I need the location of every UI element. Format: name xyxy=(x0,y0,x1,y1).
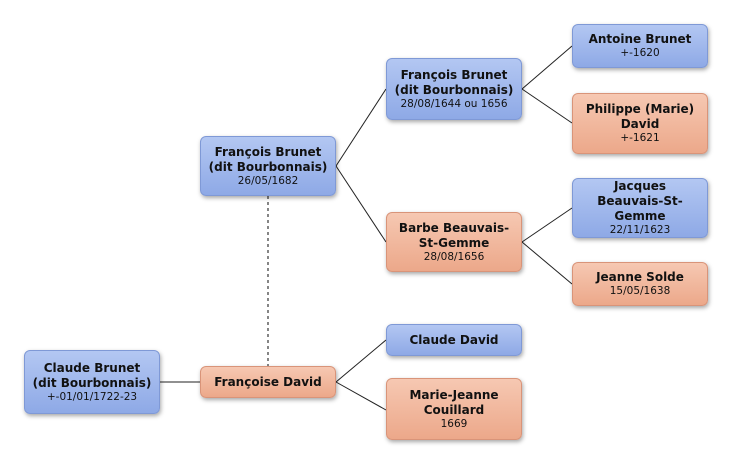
person-name: François Brunet (dit Bourbonnais) xyxy=(208,144,328,174)
connector-line xyxy=(335,381,387,411)
person-name: Barbe Beauvais-St-Gemme xyxy=(398,220,510,250)
person-date: +-01/01/1722-23 xyxy=(46,390,138,403)
person-claude-david[interactable]: Claude David xyxy=(386,324,522,356)
person-date: 26/05/1682 xyxy=(237,174,299,187)
person-date: 22/11/1623 xyxy=(609,224,671,236)
person-name: Françoise David xyxy=(214,374,322,389)
person-date: 28/08/1656 xyxy=(423,250,485,263)
connector-line xyxy=(521,207,573,243)
person-name: Marie-Jeanne Couillard xyxy=(409,387,499,417)
person-claude-brunet[interactable]: Claude Brunet (dit Bourbonnais) +-01/01/… xyxy=(24,350,160,414)
person-name: Jeanne Solde xyxy=(596,270,684,284)
person-name: Philippe (Marie) David xyxy=(585,102,695,131)
person-antoine-brunet[interactable]: Antoine Brunet +-1620 xyxy=(572,24,708,68)
person-name: Jacques Beauvais-St-Gemme xyxy=(597,179,683,223)
connector-line xyxy=(521,45,573,90)
connector-line xyxy=(335,165,387,243)
connector-line xyxy=(521,241,573,285)
person-marie-jeanne-couillard[interactable]: Marie-Jeanne Couillard 1669 xyxy=(386,378,522,440)
person-date: +-1620 xyxy=(620,47,660,59)
person-francois-brunet-1644[interactable]: François Brunet (dit Bourbonnais) 28/08/… xyxy=(386,58,522,120)
person-jeanne-solde[interactable]: Jeanne Solde 15/05/1638 xyxy=(572,262,708,306)
person-philippe-david[interactable]: Philippe (Marie) David +-1621 xyxy=(572,93,708,154)
person-name: Antoine Brunet xyxy=(588,32,692,46)
person-date: 1669 xyxy=(440,417,468,430)
connector-line xyxy=(335,88,387,167)
person-date: +-1621 xyxy=(620,132,660,144)
person-date: 15/05/1638 xyxy=(609,285,671,297)
connector-line xyxy=(335,339,387,383)
person-barbe-beauvais[interactable]: Barbe Beauvais-St-Gemme 28/08/1656 xyxy=(386,212,522,272)
connector-line xyxy=(521,88,573,124)
person-jacques-beauvais[interactable]: Jacques Beauvais-St-Gemme 22/11/1623 xyxy=(572,178,708,238)
person-francois-brunet-1682[interactable]: François Brunet (dit Bourbonnais) 26/05/… xyxy=(200,136,336,196)
person-date: 28/08/1644 ou 1656 xyxy=(400,97,508,110)
person-name: Claude Brunet (dit Bourbonnais) xyxy=(32,360,152,390)
person-name: Claude David xyxy=(409,332,499,347)
person-francoise-david[interactable]: Françoise David xyxy=(200,366,336,398)
person-name: François Brunet (dit Bourbonnais) xyxy=(394,67,514,97)
